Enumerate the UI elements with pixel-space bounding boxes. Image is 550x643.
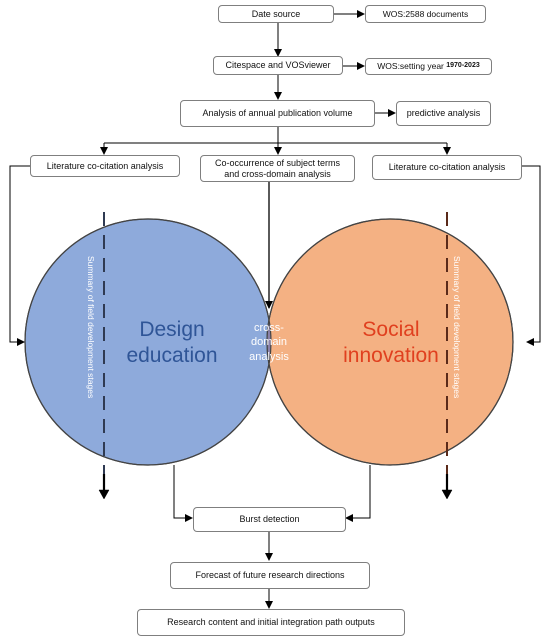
data-source-box: Date source — [218, 5, 334, 23]
right-stages-label: Summary of field development stages — [452, 256, 462, 399]
cocitation-left-label: Literature co-citation analysis — [46, 160, 164, 171]
social-innovation-title: Social innovation — [343, 318, 439, 368]
wos-setting-label: WOS:setting year — [377, 61, 444, 72]
cocitation-right-box: Literature co-citation analysis — [372, 155, 522, 180]
cross-domain-label: cross- domain analysis — [249, 322, 289, 363]
wos-setting-years: 1970-2023 — [446, 62, 480, 70]
predictive-box: predictive analysis — [396, 101, 491, 126]
cooccurrence-line2: and cross-domain analysis — [224, 168, 331, 179]
design-education-title: Design education — [126, 318, 218, 368]
cocitation-left-box: Literature co-citation analysis — [30, 155, 180, 177]
wos-documents-box: WOS:2588 documents — [365, 5, 486, 23]
outputs-label: Research content and initial integration… — [167, 617, 375, 628]
annual-volume-box: Analysis of annual publication volume — [180, 100, 375, 127]
burst-detection-label: Burst detection — [239, 514, 300, 525]
wos-setting-box: WOS:setting year 1970-2023 — [365, 58, 492, 75]
outputs-box: Research content and initial integration… — [137, 609, 405, 636]
annual-volume-label: Analysis of annual publication volume — [202, 108, 353, 119]
left-stages-label: Summary of field development stages — [86, 256, 96, 399]
forecast-label: Forecast of future research directions — [195, 570, 345, 581]
tools-box: Citespace and VOSviewer — [213, 56, 343, 75]
burst-detection-box: Burst detection — [193, 507, 346, 532]
data-source-label: Date source — [251, 8, 301, 19]
forecast-box: Forecast of future research directions — [170, 562, 370, 589]
cooccurrence-box: Co-occurrence of subject terms and cross… — [200, 155, 355, 182]
wos-documents-label: WOS:2588 documents — [382, 8, 469, 19]
tools-label: Citespace and VOSviewer — [225, 60, 331, 71]
predictive-label: predictive analysis — [406, 108, 481, 119]
cooccurrence-line1: Co-occurrence of subject terms — [214, 157, 341, 168]
cocitation-right-label: Literature co-citation analysis — [388, 162, 506, 173]
